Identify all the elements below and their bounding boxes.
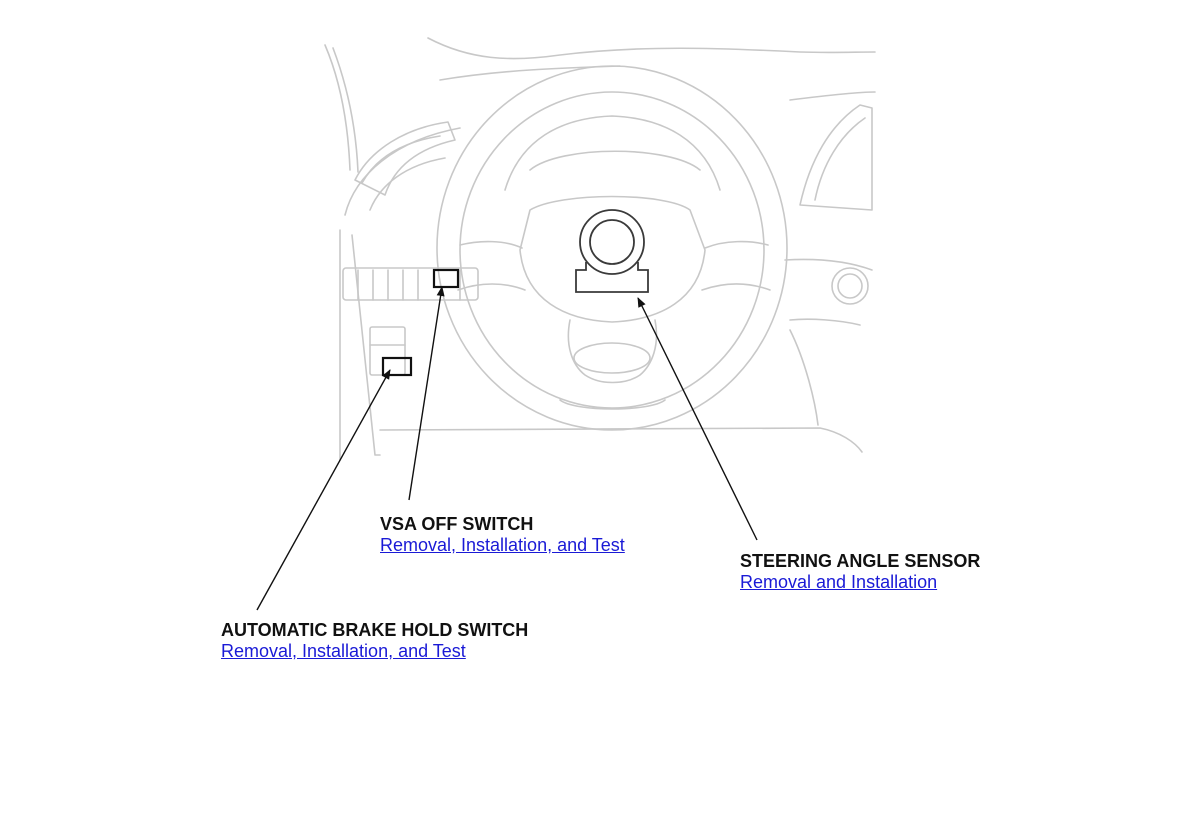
vsa-off-switch-highlight — [432, 268, 460, 289]
steering-column-lower — [573, 342, 651, 374]
vsa-off-switch-leader — [408, 286, 445, 501]
gauge-cluster-inner — [529, 150, 701, 171]
steering-angle-sensor-title: STEERING ANGLE SENSOR — [740, 551, 981, 571]
center-console-edge — [789, 329, 819, 426]
steering-wheel-spoke-left — [457, 240, 526, 291]
left-vent-housing — [344, 127, 461, 216]
steering-wheel-rim-inner — [459, 91, 765, 409]
steering-angle-sensor-link[interactable]: Removal and Installation — [740, 572, 938, 592]
steering-angle-sensor-body — [575, 262, 649, 293]
column-cover — [559, 399, 666, 410]
dash-top-line — [427, 37, 876, 60]
steering-angle-sensor-callout: STEERING ANGLE SENSOR Removal and Instal… — [740, 551, 980, 593]
vsa-off-switch-title: VSA OFF SWITCH — [380, 514, 534, 534]
a-pillar-line — [324, 44, 351, 171]
right-dash-edge — [789, 91, 876, 101]
lower-dash-line — [379, 427, 863, 453]
left-lower-dash — [339, 229, 381, 461]
steering-wheel-spoke-right — [701, 240, 771, 291]
steering-wheel-rim-outer — [436, 65, 788, 431]
engine-start-button-inner — [837, 273, 863, 299]
steering-angle-sensor-leader — [637, 297, 758, 541]
steering-wheel-hub — [519, 195, 706, 323]
brake-hold-switch-leader — [256, 369, 391, 611]
automatic-brake-hold-switch-title: AUTOMATIC BRAKE HOLD SWITCH — [221, 620, 529, 640]
vsa-off-switch-callout: VSA OFF SWITCH Removal, Installation, an… — [380, 514, 625, 556]
right-vent-slats — [814, 117, 866, 201]
steering-wheel-spoke-lower — [567, 319, 658, 384]
steering-angle-sensor-ring-outer — [579, 209, 645, 275]
dash-upper-curve — [439, 65, 621, 81]
automatic-brake-hold-switch-callout: AUTOMATIC BRAKE HOLD SWITCH Removal, Ins… — [221, 620, 528, 662]
brake-hold-switch-highlight — [381, 356, 413, 377]
left-air-vent — [354, 121, 456, 196]
right-air-vent — [799, 104, 873, 211]
lower-switch-stack — [369, 326, 406, 376]
switch-panel — [342, 267, 479, 301]
vsa-off-switch-link[interactable]: Removal, Installation, and Test — [380, 535, 625, 555]
a-pillar-line-inner — [332, 47, 359, 173]
automatic-brake-hold-switch-link[interactable]: Removal, Installation, and Test — [221, 641, 466, 661]
gauge-cluster-hood — [504, 115, 721, 191]
switch-panel-dividers — [357, 269, 461, 301]
engine-start-button — [831, 267, 869, 305]
right-dash-lower — [784, 258, 873, 326]
steering-angle-sensor-ring-inner — [589, 219, 635, 265]
